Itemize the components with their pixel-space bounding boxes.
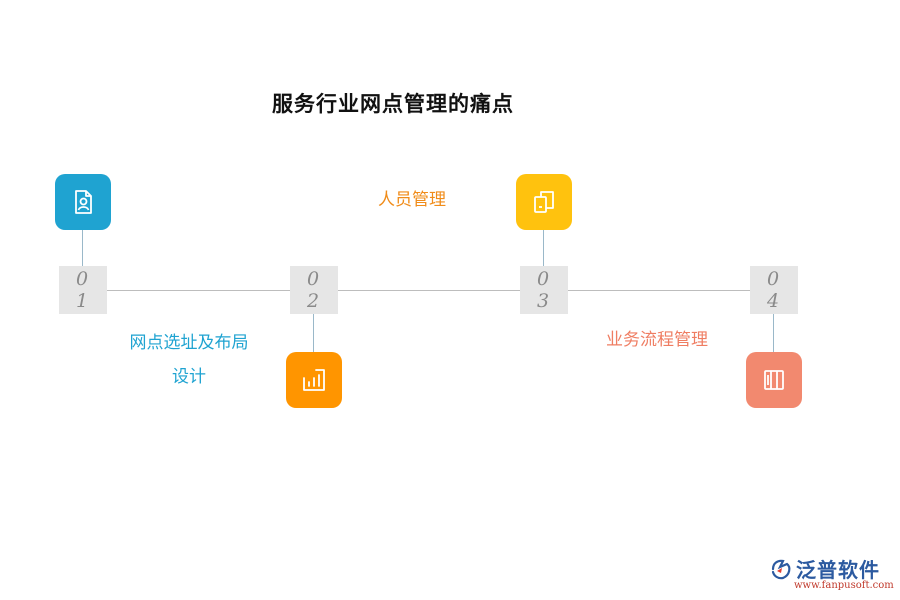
step-4-label-text: 业务流程管理 <box>606 330 708 350</box>
step-1-number-text: 01 <box>75 268 97 312</box>
timeline-line <box>104 290 754 291</box>
step-4-label: 业务流程管理 <box>590 323 724 357</box>
step-2-number: 02 <box>290 266 338 314</box>
user-document-icon <box>75 190 92 214</box>
step-1-icon-tile <box>55 174 111 230</box>
logo-mark-icon <box>771 559 791 580</box>
logo-name: 泛普软件 <box>796 558 880 582</box>
step-2-icon-tile <box>286 352 342 408</box>
step-3-label: 人员管理 <box>362 183 462 217</box>
step-4-number: 04 <box>750 266 798 314</box>
step-4-connector <box>773 314 774 352</box>
step-4-number-text: 04 <box>766 268 788 312</box>
step-3-connector <box>543 230 544 267</box>
columns-icon <box>764 370 784 390</box>
logo-url: www.fanpusoft.com <box>794 580 894 591</box>
step-2-number-text: 02 <box>306 268 328 312</box>
step-2-connector <box>313 314 314 352</box>
step-1-label: 网点选址及布局 设计 <box>110 326 268 394</box>
step-3-icon-tile <box>516 174 572 230</box>
step-3-number-text: 03 <box>536 268 558 312</box>
step-1-label-line-1: 网点选址及布局 <box>129 333 249 353</box>
step-1-connector <box>82 230 83 267</box>
step-3-label-text: 人员管理 <box>378 190 446 210</box>
step-1-number: 01 <box>59 266 107 314</box>
brand-logo: 泛普软件 www.fanpusoft.com <box>768 554 896 598</box>
step-4-icon-tile <box>746 352 802 408</box>
step-1-label-line-2: 设计 <box>172 367 206 387</box>
bar-chart-icon <box>303 369 325 391</box>
step-3-number: 03 <box>520 266 568 314</box>
copy-pages-icon <box>534 191 554 213</box>
diagram-title: 服务行业网点管理的痛点 <box>272 92 514 116</box>
